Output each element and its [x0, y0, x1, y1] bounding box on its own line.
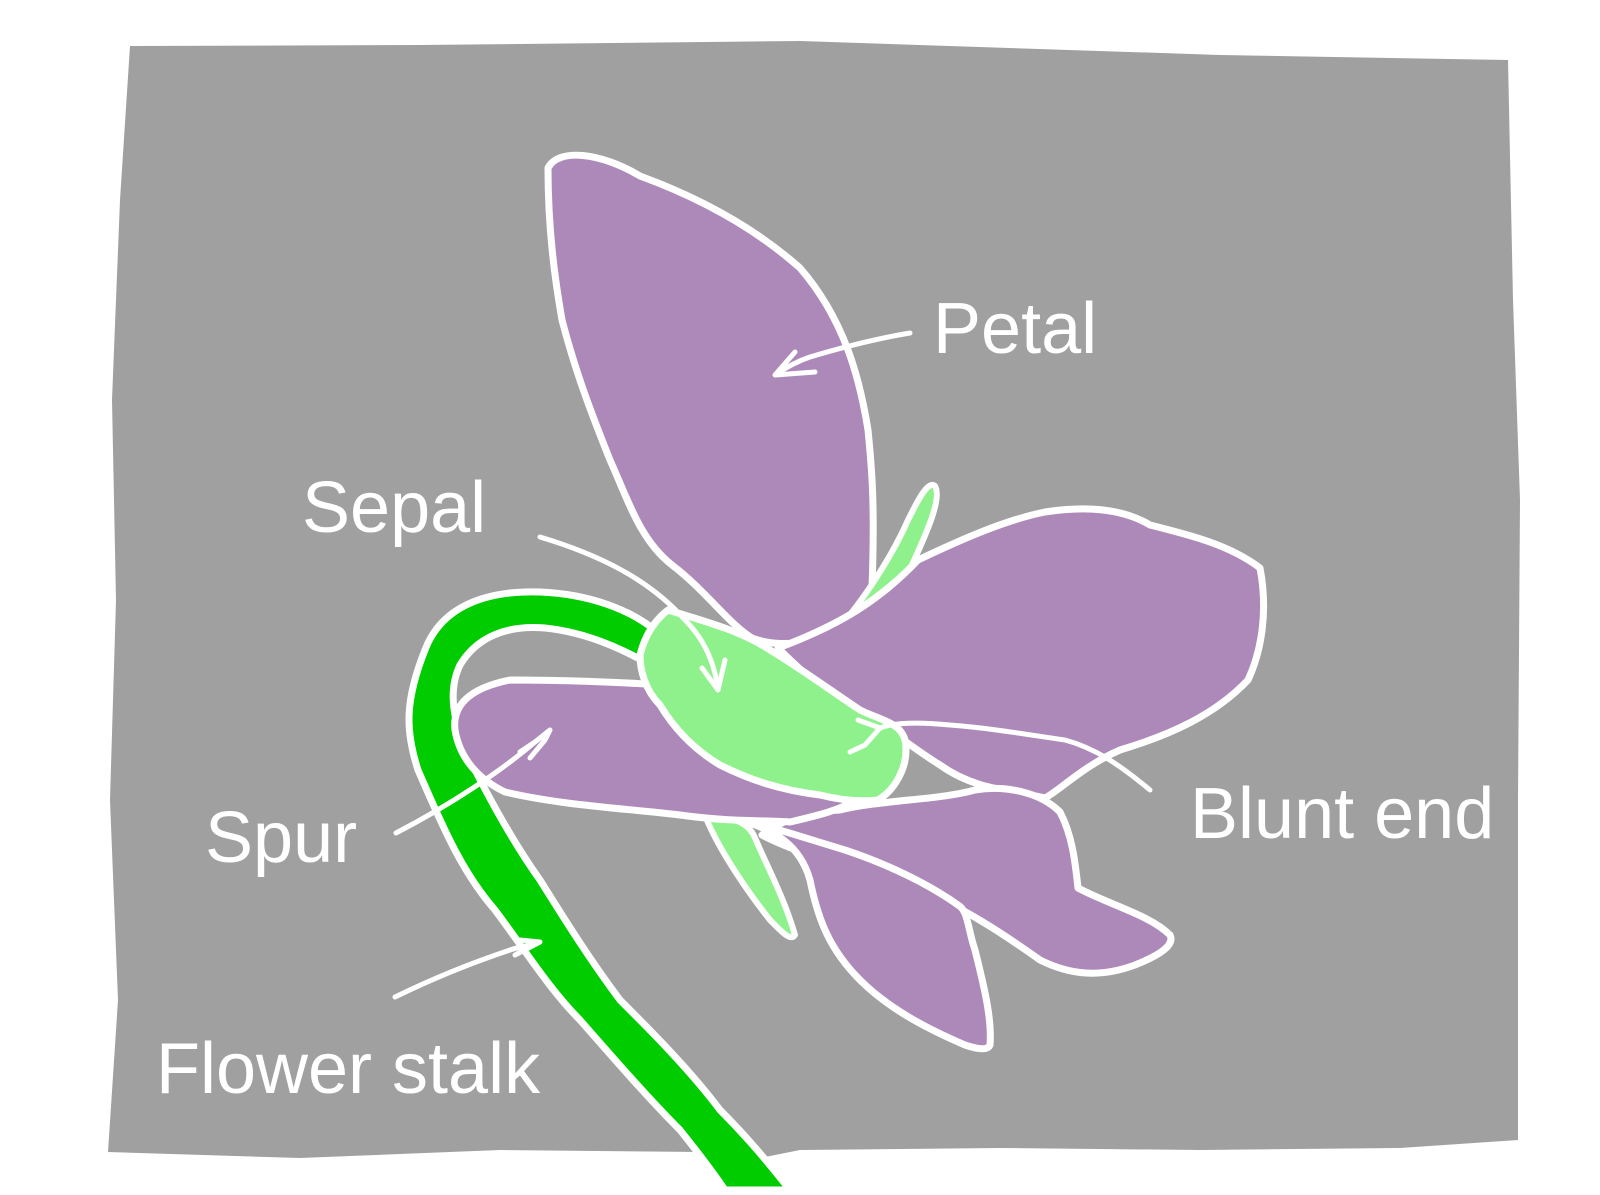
lower-petal: [736, 816, 994, 1053]
central-sepal: [636, 606, 910, 805]
spur-label: Spur: [205, 798, 357, 878]
sepal-pointer: [537, 534, 728, 693]
spur-pointer: [393, 727, 553, 836]
lower-sepal: [703, 814, 798, 941]
blunt-end-label: Blunt end: [1190, 774, 1494, 854]
flower-stalk-label: Flower stalk: [156, 1029, 541, 1109]
petal-pointer: [772, 330, 913, 378]
sepal-label: Sepal: [302, 468, 486, 548]
flower-stalk-pointer: [392, 937, 543, 1000]
blunt-end-pointer: [847, 717, 1153, 793]
flower-stalk: [405, 588, 794, 1194]
petal-label: Petal: [933, 289, 1097, 369]
